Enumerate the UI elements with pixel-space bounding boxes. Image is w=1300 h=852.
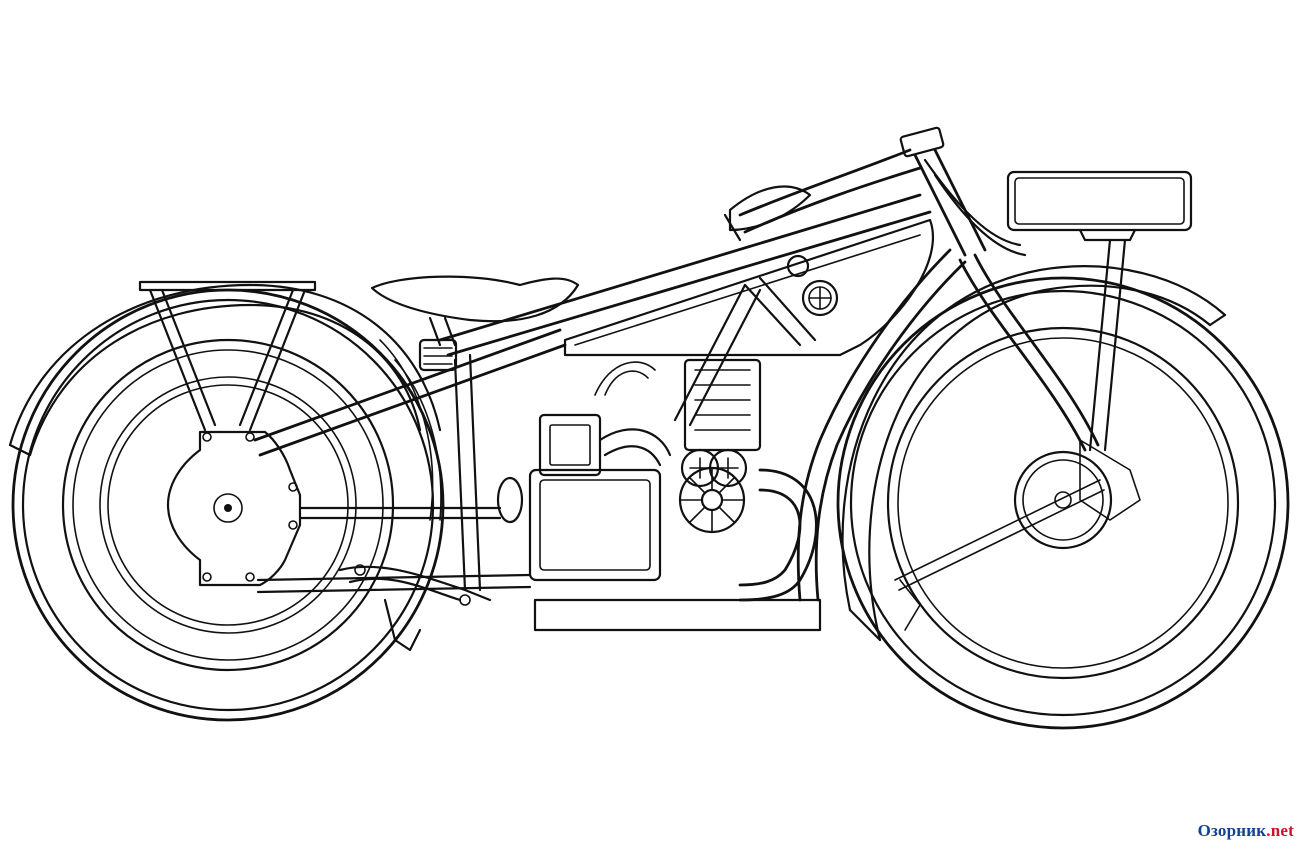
handlebar xyxy=(723,148,1027,257)
watermark: Озорник.net xyxy=(1198,821,1294,841)
luggage-rack xyxy=(138,280,317,432)
watermark-tld: .net xyxy=(1266,821,1294,840)
bmw-logo xyxy=(801,279,839,317)
front-fork xyxy=(894,238,1141,591)
front-plate xyxy=(1006,170,1193,242)
front-wheel xyxy=(836,276,1290,730)
saddle xyxy=(370,275,580,372)
frame xyxy=(253,126,987,602)
footrest xyxy=(338,564,492,652)
watermark-main: Озорник xyxy=(1197,821,1267,840)
engine xyxy=(298,358,822,632)
rear-hub xyxy=(166,430,302,587)
front-fender xyxy=(841,265,1227,642)
fuel-tank xyxy=(563,218,934,357)
rear-fender xyxy=(8,283,442,521)
